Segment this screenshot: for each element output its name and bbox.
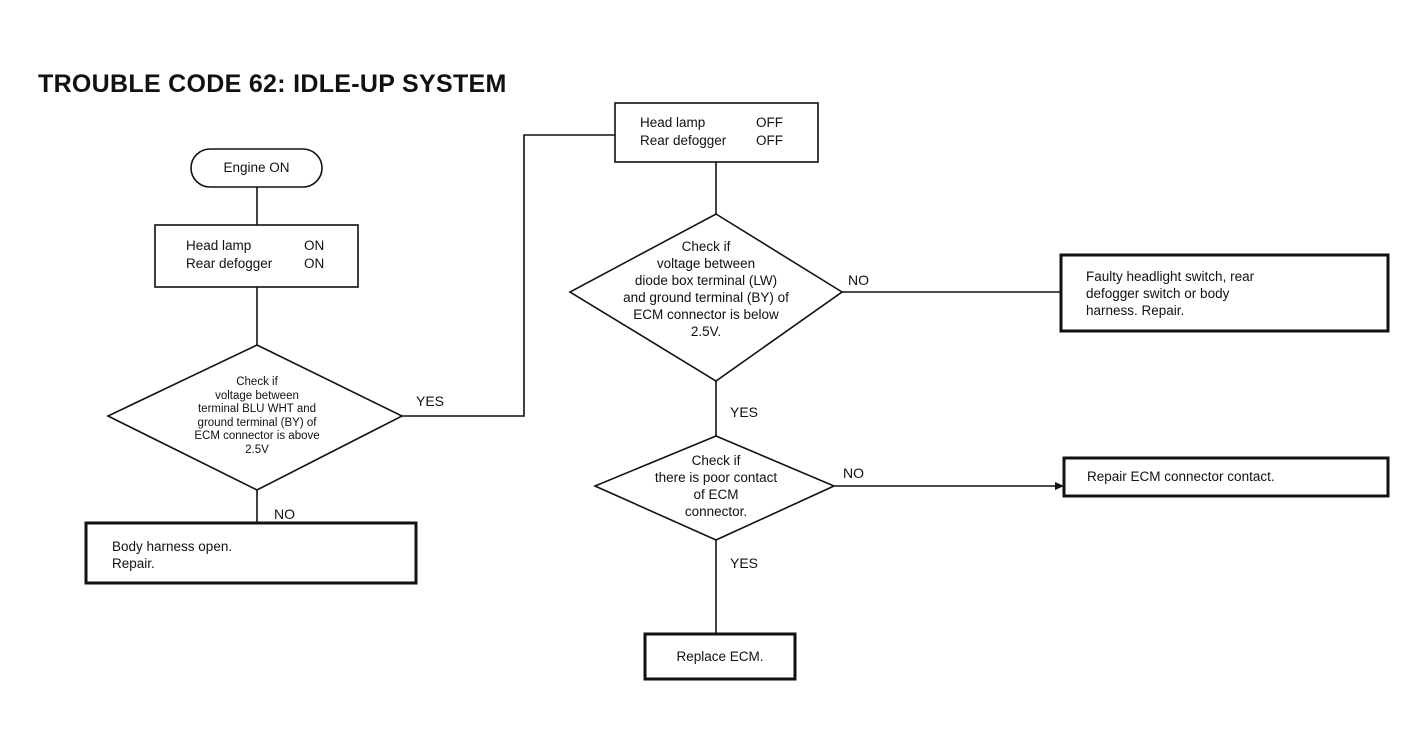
- step1-state-head-lamp: ON: [304, 238, 325, 253]
- step1-item-rear-defogger: Rear defogger: [186, 256, 273, 271]
- check1-no-label: NO: [274, 506, 295, 522]
- check3-yes-label: YES: [730, 555, 759, 571]
- step2-box: [614, 102, 819, 163]
- step2-state-rear-defogger: OFF: [756, 133, 783, 148]
- check1-text: Check if voltage between terminal BLU WH…: [194, 376, 320, 456]
- step2-item-rear-defogger: Rear defogger: [640, 133, 727, 148]
- step2-item-head-lamp: Head lamp: [640, 115, 706, 130]
- check2-diamond: [568, 213, 844, 382]
- step1-box: [154, 224, 359, 288]
- check1-yes-label: YES: [416, 393, 445, 409]
- result-faulty-switch-text: Faulty headlight switch, rear defogger s…: [1086, 269, 1255, 318]
- step1-item-head-lamp: Head lamp: [186, 238, 252, 253]
- arrowhead-repair-contact: [1055, 482, 1064, 490]
- check3-no-label: NO: [843, 465, 864, 481]
- result-repair-contact-box: [1062, 456, 1390, 498]
- result-replace-ecm-text: Replace ECM.: [676, 649, 764, 664]
- check2-text: Check if voltage between diode box termi…: [623, 239, 789, 339]
- check3-text: Check if there is poor contact of ECM co…: [654, 453, 778, 519]
- result-repair-contact-text: Repair ECM connector contact.: [1087, 469, 1275, 484]
- result-replace-ecm-box: [643, 632, 797, 681]
- result-body-harness-box: [84, 521, 418, 585]
- step2-state-head-lamp: OFF: [756, 115, 783, 130]
- step1-state-rear-defogger: ON: [304, 256, 325, 271]
- check1-diamond: [106, 344, 404, 491]
- result-body-harness-text: Body harness open. Repair.: [112, 539, 233, 571]
- check2-no-label: NO: [848, 272, 869, 288]
- check3-diamond: [592, 435, 836, 541]
- result-faulty-switch-box: [1059, 253, 1390, 333]
- check2-yes-label: YES: [730, 404, 759, 420]
- connector-check1-yes-step2: [402, 134, 615, 417]
- start-terminal: [190, 148, 323, 188]
- page-title: TROUBLE CODE 62: IDLE-UP SYSTEM: [38, 70, 507, 98]
- start-label: Engine ON: [223, 160, 290, 175]
